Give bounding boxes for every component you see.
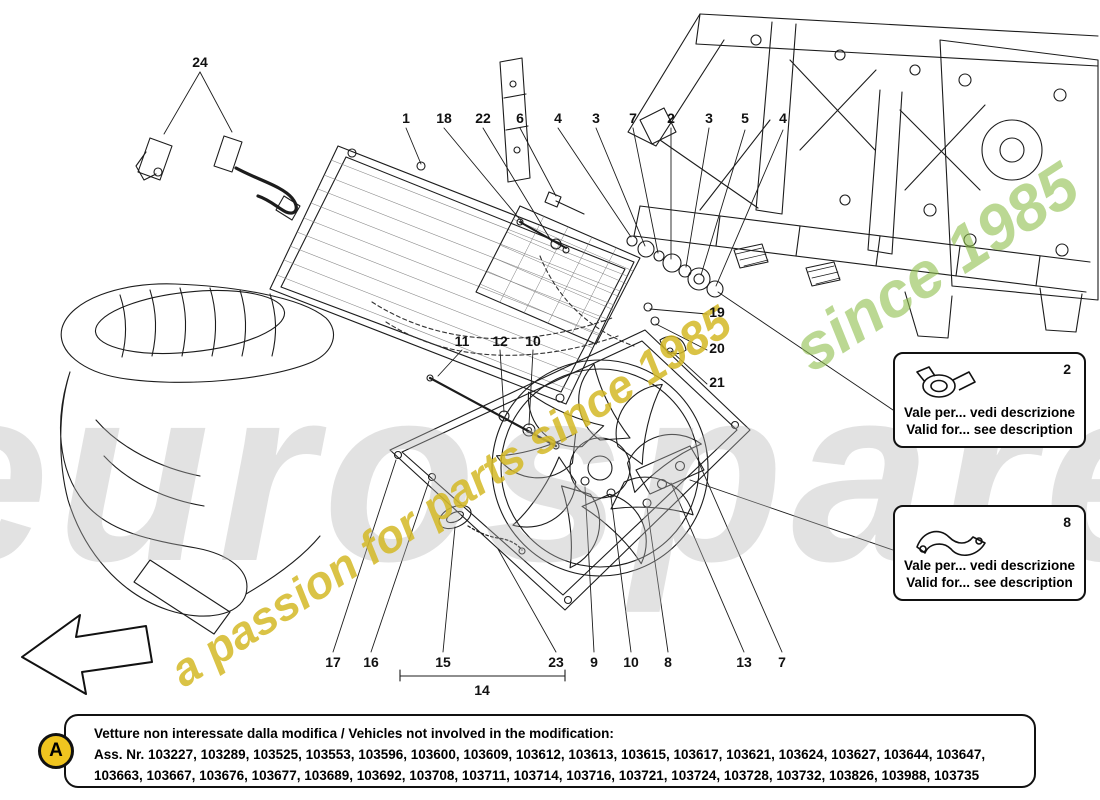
- note-assembly-line-1: Ass. Nr. 103227, 103289, 103525, 103553,…: [94, 746, 986, 762]
- fastener-drawing: [643, 302, 687, 355]
- callout-23-21: 23: [548, 654, 564, 670]
- note-title: Vetture non interessate dalla modifica /…: [94, 726, 614, 741]
- callout-22-3: 22: [475, 110, 491, 126]
- note-box: A Vetture non interessate dalla modifica…: [38, 714, 1036, 788]
- leader-lines: [163, 71, 894, 653]
- callout-7-7: 7: [629, 110, 637, 126]
- s-bracket-icon: [916, 530, 986, 556]
- radiator-drawing: [269, 145, 635, 405]
- dimension-bracket-14: [399, 669, 566, 682]
- callout-1-1: 1: [402, 110, 410, 126]
- washer-stack-drawing: [626, 235, 724, 298]
- callout-16-19: 16: [363, 654, 379, 670]
- box-caption-en: Valid for... see description: [906, 422, 1073, 438]
- callout-18-2: 18: [436, 110, 452, 126]
- callout-box-number: 2: [1063, 361, 1071, 377]
- callout-17-18: 17: [325, 654, 341, 670]
- callout-6-4: 6: [516, 110, 524, 126]
- callout-3-6: 3: [592, 110, 600, 126]
- callout-13-25: 13: [736, 654, 752, 670]
- direction-arrow: [21, 614, 153, 695]
- callout-10-23: 10: [623, 654, 639, 670]
- vertical-bracket-drawing: [499, 57, 531, 183]
- harness-drawing: [135, 135, 301, 221]
- callout-12-16: 12: [492, 333, 508, 349]
- tie-rod-drawing: [516, 191, 585, 254]
- callout-14-27: 14: [474, 682, 490, 698]
- box-caption-en: Valid for... see description: [906, 575, 1073, 591]
- box-caption-it: Vale per... vedi descrizione: [903, 405, 1076, 421]
- callout-8-24: 8: [664, 654, 672, 670]
- box-caption-it: Vale per... vedi descrizione: [903, 558, 1076, 574]
- chassis-frame-drawing: [627, 13, 1099, 339]
- callout-3-9: 3: [705, 110, 713, 126]
- callout-box-valid-8: 8 Vale per... vedi descrizione Valid for…: [893, 505, 1086, 601]
- sensor-drawing: [438, 504, 526, 555]
- callout-2-8: 2: [667, 110, 675, 126]
- callout-15-20: 15: [435, 654, 451, 670]
- note-badge: A: [38, 733, 74, 769]
- callout-9-22: 9: [590, 654, 598, 670]
- callout-20-13: 20: [709, 340, 725, 356]
- fan-drawing: [389, 329, 751, 611]
- callout-4-11: 4: [779, 110, 787, 126]
- grommet-mount-icon: [916, 366, 976, 398]
- callout-box-valid-2: 2 Vale per... vedi descrizione Valid for…: [893, 352, 1086, 448]
- callout-24-0: 24: [192, 54, 208, 70]
- air-duct-drawing: [60, 283, 335, 635]
- callout-4-5: 4: [554, 110, 562, 126]
- callout-5-10: 5: [741, 110, 749, 126]
- callout-21-14: 21: [709, 374, 725, 390]
- callout-19-12: 19: [709, 304, 725, 320]
- callout-box-number: 8: [1063, 514, 1071, 530]
- rod-drawing: [426, 374, 560, 450]
- callout-11-15: 11: [454, 333, 470, 349]
- note-assembly-line-2: 103663, 103667, 103676, 103677, 103689, …: [94, 767, 980, 783]
- callout-10-17: 10: [525, 333, 541, 349]
- callout-7-26: 7: [778, 654, 786, 670]
- hose-routing-drawing: [371, 255, 635, 356]
